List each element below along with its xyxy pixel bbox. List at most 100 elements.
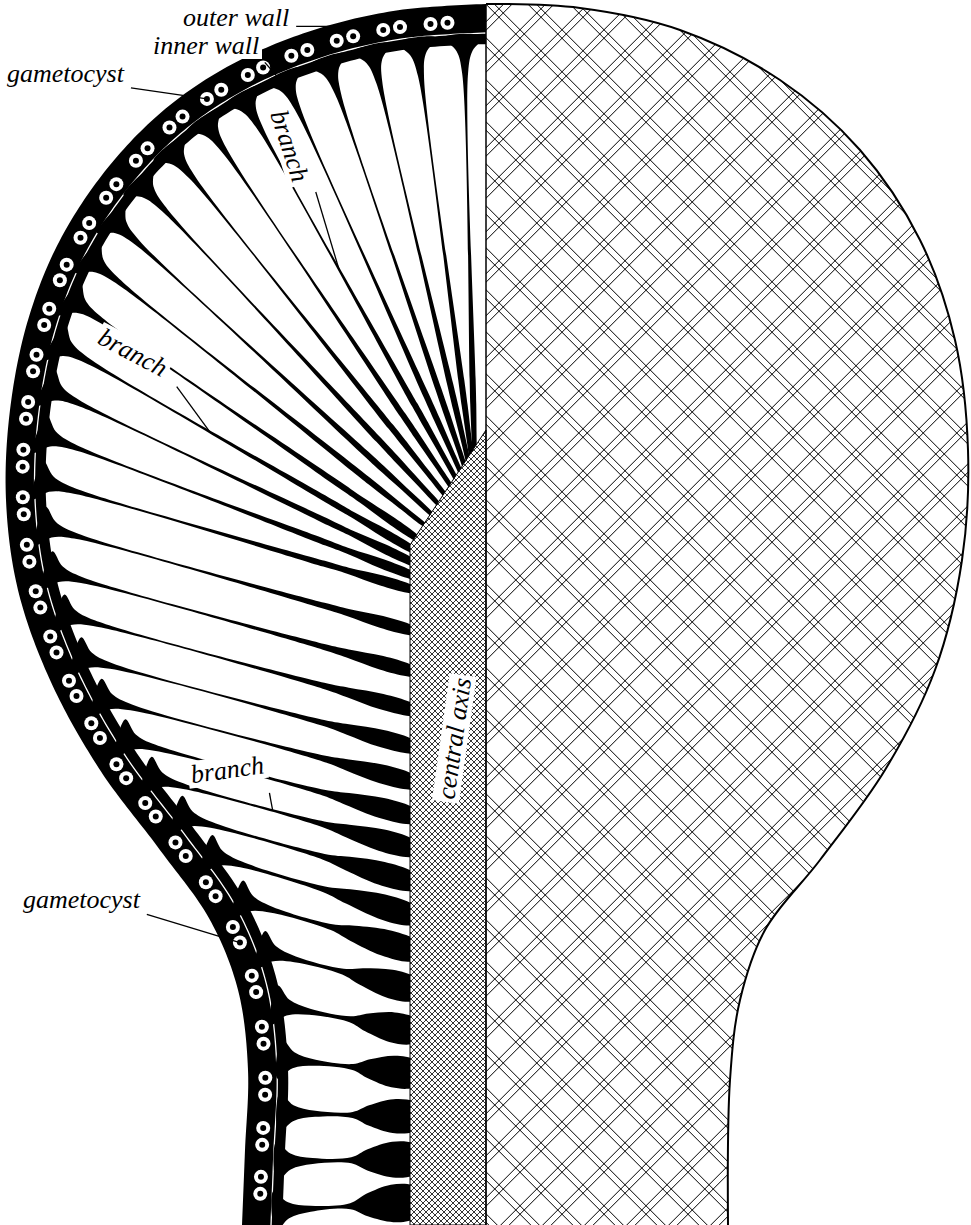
lattice-line	[434, 420, 971, 1225]
lattice-line	[434, 0, 971, 704]
lattice-line	[434, 168, 971, 1225]
gametocyst-ring	[284, 49, 298, 63]
lattice-line	[438, 0, 971, 750]
gametocyst-ring	[141, 141, 155, 155]
gametocyst-ring	[119, 771, 133, 785]
lattice-line	[434, 582, 971, 1225]
lattice-line	[438, 0, 971, 36]
gametocyst-ring	[33, 601, 47, 615]
gametocyst-core	[153, 813, 159, 819]
gametocyst-core	[183, 853, 189, 859]
lattice-line	[438, 0, 971, 792]
lattice-line	[434, 714, 971, 1225]
lattice-line	[434, 0, 971, 914]
lattice-line	[434, 210, 971, 1225]
gametocyst-ring	[200, 92, 214, 106]
gametocyst-ring	[138, 796, 152, 810]
lattice-line	[434, 120, 971, 1225]
gametocyst-ring	[19, 412, 33, 426]
lattice-line	[438, 844, 971, 1225]
gametocyst-core	[260, 65, 266, 71]
lattice-line	[438, 340, 971, 1225]
gametocyst-ring	[74, 231, 88, 245]
gametocyst-core	[261, 1041, 267, 1047]
gametocyst-ring	[254, 1170, 268, 1184]
lattice-line	[438, 0, 971, 624]
gametocyst-ring	[226, 920, 240, 934]
part-label: gametocyst	[20, 886, 143, 913]
leader-line	[177, 387, 210, 432]
lattice-line	[438, 466, 971, 1225]
gametocyst-core	[262, 1092, 268, 1098]
gametocyst-ring	[84, 716, 98, 730]
gametocyst-ring	[17, 507, 31, 521]
lattice-line	[438, 0, 971, 456]
lattice-line	[434, 624, 971, 1225]
lattice-line	[438, 0, 971, 1225]
gametocyst-ring	[249, 985, 263, 999]
lattice-line	[438, 760, 971, 1225]
surface-lattice	[434, 0, 971, 1225]
lattice-line	[434, 882, 971, 1225]
lattice-line	[434, 336, 971, 1225]
gametocyst-core	[166, 125, 172, 131]
lattice-line	[434, 546, 971, 1225]
lattice-line	[438, 746, 971, 1225]
lattice-line	[434, 378, 971, 1225]
gametocyst-ring	[37, 318, 51, 332]
gametocyst-ring	[214, 83, 228, 97]
lattice-line	[434, 792, 971, 1225]
gametocyst-core	[262, 1075, 268, 1081]
lattice-line	[438, 1054, 971, 1225]
lattice-line	[438, 914, 971, 1225]
lattice-line	[434, 288, 971, 1225]
lattice-line	[434, 0, 971, 740]
gametocyst-core	[24, 542, 30, 548]
lattice-line	[438, 592, 971, 1225]
gametocyst-ring	[26, 364, 40, 378]
gametocyst-core	[172, 839, 178, 845]
lattice-line	[434, 0, 971, 1082]
lattice-line	[438, 494, 971, 1225]
gametocyst-ring	[109, 757, 123, 771]
lattice-line	[438, 0, 971, 246]
gametocyst-core	[428, 21, 434, 27]
lattice-line	[438, 508, 971, 1225]
lattice-line	[438, 382, 971, 1225]
lattice-line	[438, 998, 971, 1225]
lattice-line	[434, 0, 971, 788]
gametocyst-core	[20, 464, 26, 470]
lattice-line	[434, 0, 971, 1124]
gametocyst-core	[218, 87, 224, 93]
gametocyst-core	[145, 145, 151, 151]
branch-shape	[276, 1093, 421, 1134]
gametocyst-core	[34, 352, 40, 358]
lattice-line	[434, 0, 971, 824]
branch-shape	[153, 136, 454, 506]
gametocyst-ring	[149, 809, 163, 823]
lattice-line	[434, 504, 971, 1225]
gametocyst-ring	[253, 1187, 267, 1201]
gametocyst-ring	[82, 216, 96, 230]
lattice-line	[434, 0, 971, 992]
lattice-line	[434, 0, 971, 320]
gametocyst-core	[304, 47, 310, 53]
lattice-line	[434, 0, 971, 74]
lattice-line	[438, 634, 971, 1225]
lattice-line	[434, 630, 971, 1225]
central-axis-ground	[410, 430, 486, 1225]
gametocyst-core	[37, 605, 43, 611]
branch-shape	[45, 325, 421, 556]
gametocyst-core	[41, 322, 47, 328]
gametocyst-core	[113, 761, 119, 767]
lattice-line	[438, 0, 971, 876]
gametocyst-ring	[258, 1088, 272, 1102]
lattice-line	[434, 540, 971, 1225]
lattice-line	[434, 0, 971, 698]
gametocyst-ring	[258, 1071, 272, 1085]
midline	[485, 4, 487, 1225]
lattice-line	[434, 966, 971, 1225]
lattice-line	[438, 550, 971, 1225]
branch-shape	[32, 461, 421, 595]
gametocyst-core	[350, 33, 356, 39]
